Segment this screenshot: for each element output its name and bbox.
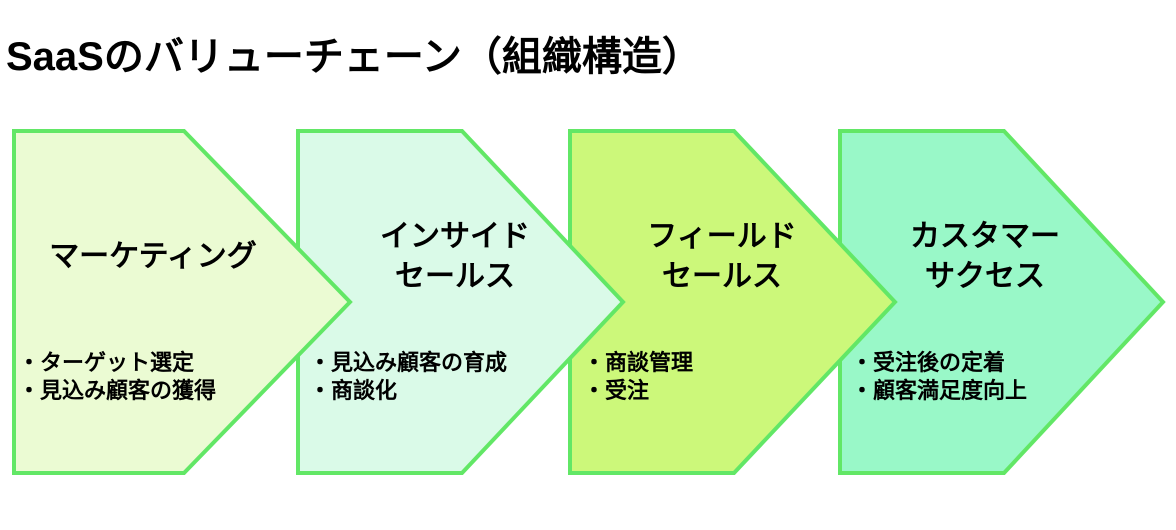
stage-4-title-line: カスタマー — [910, 220, 1060, 253]
stage-2-bullet: ・見込み顧客の育成 — [309, 350, 508, 375]
stage-4-title: カスタマー サクセス — [865, 217, 1105, 297]
stage-1-title-line: マーケティング — [49, 240, 257, 273]
stage-4-title-line: サクセス — [925, 260, 1045, 293]
stage-3-title: フィールド セールス — [602, 217, 842, 297]
stage-3-bullet: ・商談管理 — [583, 350, 694, 375]
stage-3-bullet: ・受注 — [583, 378, 650, 403]
stage-3-title-line: フィールド — [647, 220, 797, 253]
stage-1-title: マーケティング — [13, 237, 293, 277]
stage-3-bullets: ・商談管理 ・受注 — [583, 349, 693, 405]
diagram-title: SaaSのバリューチェーン（組織構造） — [6, 35, 702, 79]
stage-2-chevron — [296, 129, 626, 475]
stage-4-chevron — [838, 129, 1166, 475]
stage-1-bullet: ・見込み顧客の獲得 — [18, 378, 217, 403]
stage-2-title: インサイド セールス — [335, 217, 575, 297]
stage-2-title-line: インサイド — [380, 220, 530, 253]
stage-4-bullet: ・顧客満足度向上 — [851, 378, 1028, 403]
stage-2-title-line: セールス — [395, 260, 515, 293]
stage-4-bullet: ・受注後の定着 — [851, 350, 1006, 375]
stage-3-title-line: セールス — [662, 260, 782, 293]
stage-1-bullets: ・ターゲット選定 ・見込み顧客の獲得 — [18, 349, 216, 405]
stage-1-bullet: ・ターゲット選定 — [18, 350, 195, 375]
stage-2-bullets: ・見込み顧客の育成 ・商談化 — [309, 349, 507, 405]
stage-2-bullet: ・商談化 — [309, 378, 398, 403]
stage-4-bullets: ・受注後の定着 ・顧客満足度向上 — [851, 349, 1027, 405]
stage-1-chevron — [12, 129, 353, 475]
stage-3-chevron — [568, 129, 898, 475]
